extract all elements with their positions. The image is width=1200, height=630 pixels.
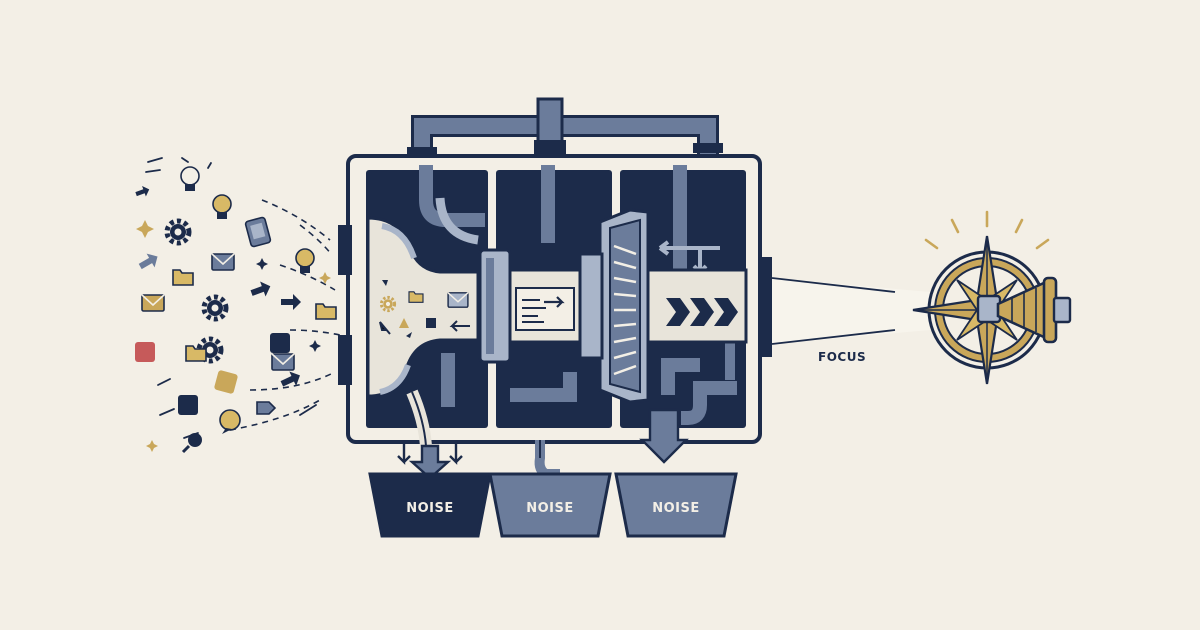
chat-bubble-icon bbox=[181, 433, 202, 454]
lightbulb-icon bbox=[295, 248, 315, 274]
bin-label: NOISE bbox=[652, 501, 700, 516]
arrow-icon bbox=[278, 368, 304, 392]
folder-icon bbox=[172, 269, 194, 286]
gear-icon bbox=[204, 297, 226, 319]
chat-bubble-icon bbox=[256, 401, 277, 415]
pipe-connector bbox=[536, 97, 564, 149]
arrow-icon bbox=[248, 278, 274, 301]
document-icon bbox=[515, 287, 575, 331]
lightbulb-icon bbox=[212, 194, 232, 220]
envelope-icon bbox=[447, 292, 469, 308]
filter-machine bbox=[338, 154, 772, 447]
gear-icon bbox=[167, 221, 189, 243]
valve-housing bbox=[478, 248, 512, 364]
bin-label: NOISE bbox=[526, 501, 574, 516]
chevrons-icon bbox=[666, 298, 738, 326]
social-icon bbox=[270, 333, 290, 353]
noise-bin-2: NOISE bbox=[488, 472, 612, 538]
down-arrow-icon bbox=[408, 444, 452, 480]
noise-bin-3: NOISE bbox=[614, 472, 738, 538]
folder-icon bbox=[315, 303, 337, 320]
social-icon bbox=[135, 342, 155, 362]
social-icon bbox=[178, 395, 198, 415]
input-clutter-cluster bbox=[134, 157, 341, 454]
turbine-icon bbox=[578, 208, 650, 404]
chat-bubble-icon bbox=[219, 409, 241, 434]
arrow-icon bbox=[136, 249, 162, 274]
flow-ticks bbox=[145, 157, 317, 439]
social-icon bbox=[213, 369, 239, 395]
folder-icon bbox=[185, 345, 207, 362]
envelope-icon bbox=[271, 353, 295, 371]
envelope-icon bbox=[211, 253, 235, 271]
arrow-icon bbox=[281, 294, 301, 310]
bin-label: NOISE bbox=[406, 501, 454, 516]
tablet-icon bbox=[244, 216, 272, 248]
focus-label: FOCUS bbox=[818, 350, 866, 364]
sparkle-icon bbox=[924, 210, 1050, 250]
envelope-icon bbox=[141, 294, 165, 312]
arrow-icon bbox=[134, 184, 152, 200]
megaphone-icon bbox=[976, 276, 1072, 344]
lightbulb-icon bbox=[180, 166, 200, 192]
focus-beam: FOCUS bbox=[771, 277, 930, 364]
folder-icon bbox=[408, 291, 424, 303]
noise-bin-1: NOISE bbox=[368, 472, 492, 538]
sparkle-icon bbox=[136, 220, 331, 452]
